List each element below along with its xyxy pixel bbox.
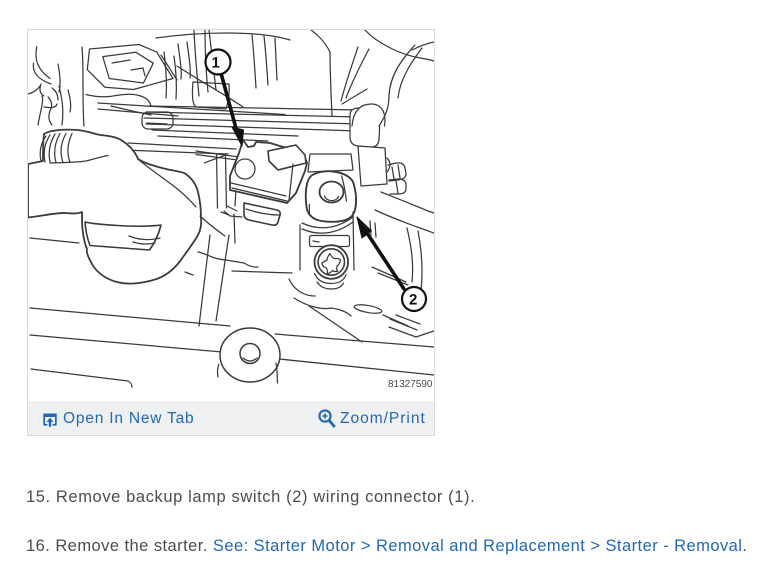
svg-text:81327590: 81327590 <box>388 379 433 390</box>
svg-text:1: 1 <box>211 54 219 71</box>
svg-text:2: 2 <box>409 291 417 308</box>
